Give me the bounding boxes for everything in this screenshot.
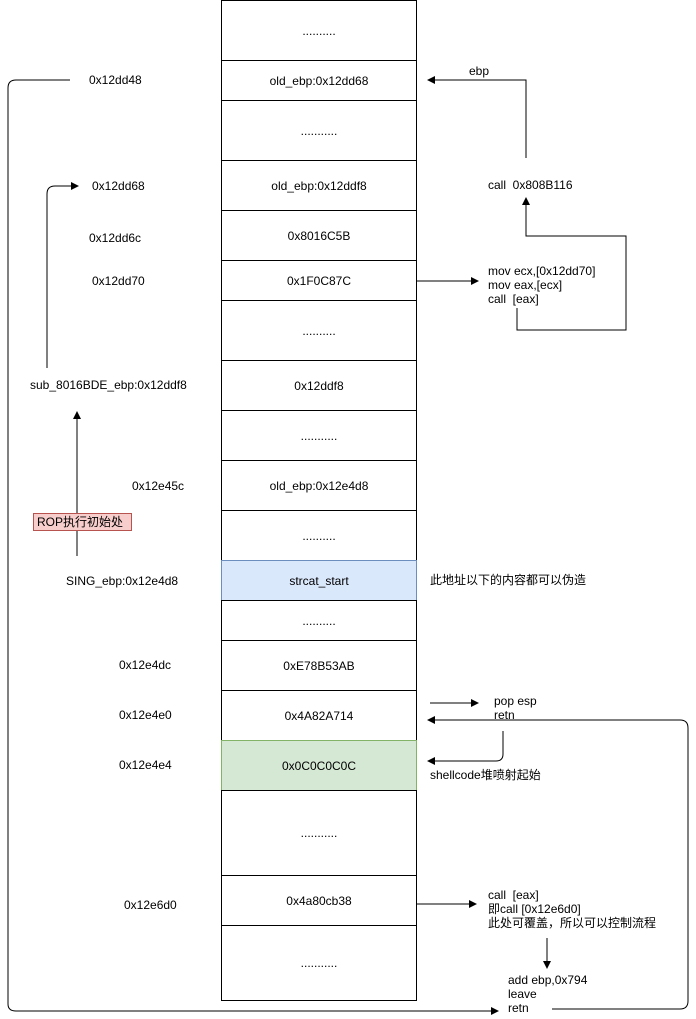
- arrow-mov-to-call: [516, 197, 627, 331]
- stack-cell: ..........: [221, 600, 417, 641]
- address-label: SING_ebp:0x12e4d8: [66, 574, 179, 588]
- stack-cell: 0x8016C5B: [221, 210, 417, 261]
- stack-cell: ..........: [221, 510, 417, 561]
- stack-cell: ...........: [221, 925, 417, 1001]
- arrow-pop-to-shellcode: [427, 731, 504, 765]
- stack-cell: 0xE78B53AB: [221, 640, 417, 691]
- arrow-ebp: [427, 76, 527, 158]
- arrow-dd48-loop: [7, 79, 499, 1015]
- note-call-block: call [eax] 即call [0x12e6d0] 此处可覆盖，所以可以控制…: [488, 888, 657, 930]
- stack-cell: ...........: [221, 100, 417, 161]
- stack-cell: ...........: [221, 790, 417, 876]
- stack-cell: ...........: [221, 410, 417, 461]
- address-label: 0x12dd6c: [89, 231, 142, 245]
- address-label: 0x12e45c: [132, 479, 185, 493]
- stack-cell: old_ebp:0x12dd68: [221, 60, 417, 101]
- stack-cell: ..........: [221, 300, 417, 361]
- stack-cell: 0x1F0C87C: [221, 260, 417, 301]
- address-label: sub_8016BDE_ebp:0x12ddf8: [30, 378, 187, 392]
- note-forge: 此地址以下的内容都可以伪造: [430, 573, 587, 587]
- note-shellcode: shellcode堆喷射起始: [430, 768, 541, 782]
- address-label: 0x12dd70: [92, 274, 145, 288]
- address-label: 0x12dd48: [89, 73, 142, 87]
- note-ebp: ebp: [469, 64, 490, 78]
- stack-cell-strcat-start: strcat_start: [221, 560, 417, 601]
- arrow-sub-ebp-to-dd68: [46, 182, 79, 368]
- stack-cell: 0x4A82A714: [221, 690, 417, 741]
- address-label: 0x12e4e0: [119, 708, 172, 722]
- stack-cell: old_ebp:0x12ddf8: [221, 160, 417, 211]
- stack-cell: ..........: [221, 0, 417, 61]
- address-label: 0x12dd68: [92, 179, 145, 193]
- address-label: 0x12e6d0: [124, 898, 177, 912]
- note-mov-block: mov ecx,[0x12dd70] mov eax,[ecx] call [e…: [488, 264, 596, 306]
- note-call-808: call 0x808B116: [488, 178, 573, 192]
- rop-start-badge: ROP执行初始处: [33, 513, 132, 531]
- stack-cell: 0x12ddf8: [221, 360, 417, 411]
- address-label: 0x12e4dc: [119, 658, 172, 672]
- note-add-block: add ebp,0x794 leave retn: [508, 973, 588, 1015]
- arrow-retn-loop: [427, 716, 689, 1010]
- stack-cell: old_ebp:0x12e4d8: [221, 460, 417, 511]
- stack-cell: 0x4a80cb38: [221, 875, 417, 926]
- note-pop-block: pop esp retn: [494, 694, 537, 722]
- address-label: 0x12e4e4: [119, 758, 172, 772]
- stack-cell-shellcode: 0x0C0C0C0C: [221, 740, 417, 791]
